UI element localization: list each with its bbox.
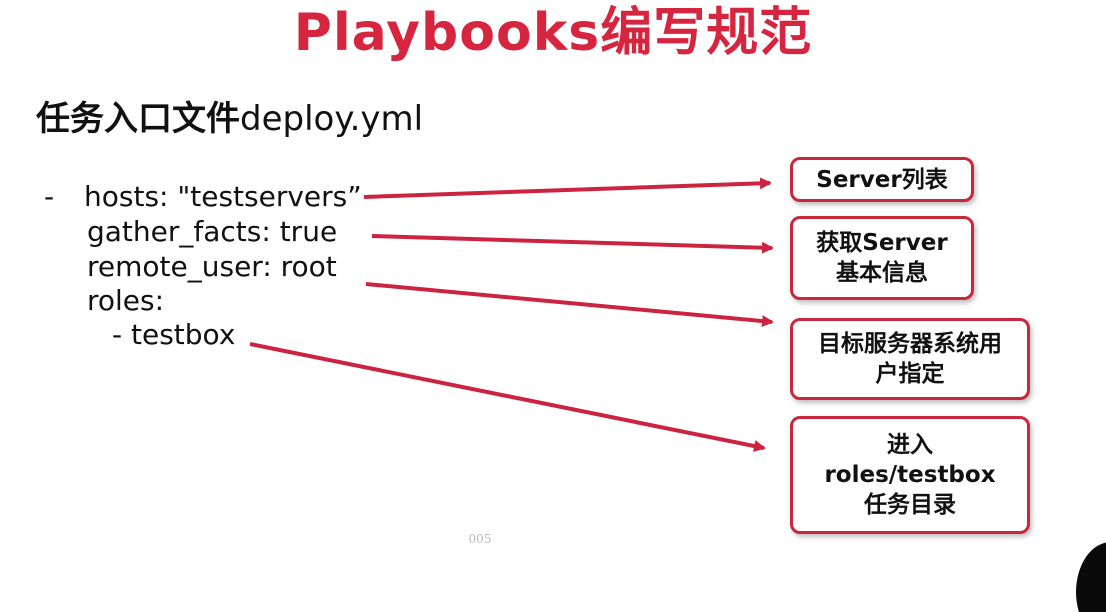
annotation-text: 进入 <box>886 432 933 458</box>
arrow-hosts <box>363 177 772 199</box>
page-number: 005 <box>468 532 492 546</box>
annotation-text: roles/testbox <box>824 462 996 488</box>
annotation-text: 基本信息 <box>835 260 928 286</box>
annotation-text: 目标服务器系统用 <box>818 331 1002 357</box>
arrow-gather-facts <box>371 234 774 254</box>
arrow-testbox <box>249 342 766 452</box>
arrow-remote-user <box>365 282 774 328</box>
code-line-remote-user: remote_user: root <box>87 250 337 283</box>
annotation-text: 任务目录 <box>863 492 956 518</box>
annotation-gather-facts: 获取Server 基本信息 <box>790 216 974 300</box>
code-line-testbox: - testbox <box>112 318 236 351</box>
subtitle-filename: deploy.yml <box>240 99 424 139</box>
annotation-text: 获取Server <box>816 230 948 256</box>
slide-subtitle: 任务入口文件deploy.yml <box>36 96 423 142</box>
annotation-roles: 进入 roles/testbox 任务目录 <box>790 416 1030 534</box>
code-dash: - <box>44 180 55 213</box>
subtitle-chinese: 任务入口文件 <box>36 99 240 139</box>
annotation-text: Server列表 <box>816 166 948 193</box>
annotation-server-list: Server列表 <box>790 157 974 202</box>
code-line-roles: roles: <box>87 284 165 317</box>
slide-title: Playbooks编写规范 <box>293 3 813 63</box>
annotation-text: 户指定 <box>875 361 945 387</box>
code-line-hosts: hosts: "testservers” <box>84 180 362 213</box>
code-line-gather-facts: gather_facts: true <box>87 215 338 248</box>
annotation-remote-user: 目标服务器系统用 户指定 <box>790 318 1030 400</box>
